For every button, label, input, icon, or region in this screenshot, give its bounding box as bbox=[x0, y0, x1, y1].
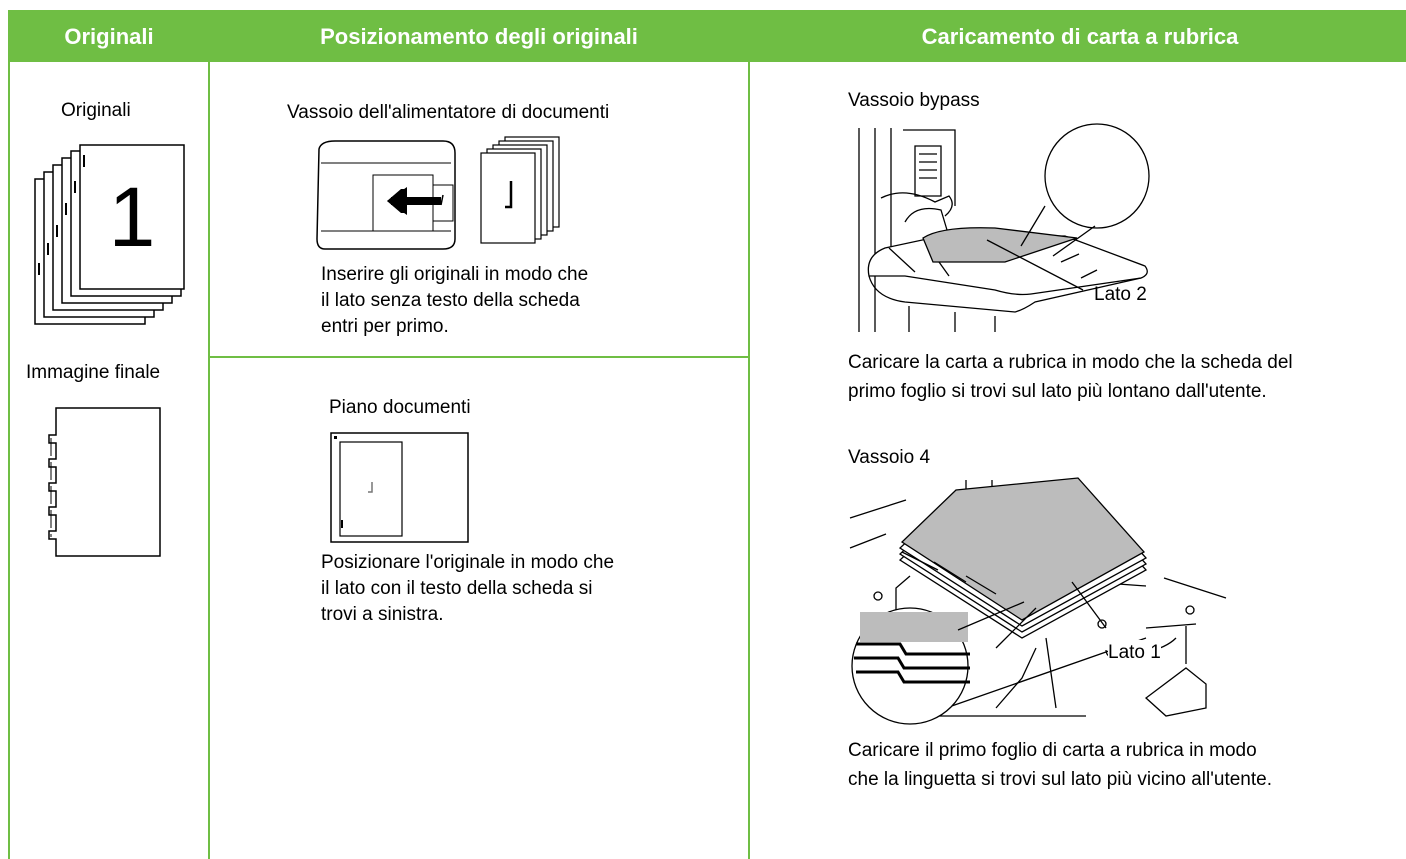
row-divider bbox=[210, 356, 748, 358]
final-image-illustration bbox=[48, 407, 161, 557]
bypass-title: Vassoio bypass bbox=[848, 90, 980, 111]
originals-stack-illustration bbox=[34, 144, 185, 325]
instruction-line: primo foglio si trovi sul lato più lonta… bbox=[848, 381, 1267, 402]
bypass-tray-illustration bbox=[858, 123, 1165, 332]
document-feeder-illustration bbox=[316, 136, 560, 250]
column-divider bbox=[748, 12, 750, 859]
stack-number: 1 bbox=[108, 170, 156, 264]
column-divider bbox=[208, 12, 210, 859]
instruction-line: entri per primo. bbox=[321, 316, 449, 337]
bypass-side-label: Lato 2 bbox=[1094, 284, 1147, 305]
instruction-line: trovi a sinistra. bbox=[321, 604, 444, 625]
originals-label: Originali bbox=[61, 100, 131, 121]
instruction-line: il lato senza testo della scheda bbox=[321, 290, 580, 311]
feeder-instructions: Inserire gli originali in modo che il la… bbox=[321, 262, 588, 340]
instruction-line: il lato con il testo della scheda si bbox=[321, 578, 593, 599]
tray4-illustration bbox=[849, 477, 1227, 725]
header-placement: Posizionamento degli originali bbox=[210, 12, 748, 62]
instruction-line: Caricare il primo foglio di carta a rubr… bbox=[848, 740, 1257, 761]
instruction-line: Caricare la carta a rubrica in modo che … bbox=[848, 352, 1293, 373]
glass-instructions: Posizionare l'originale in modo che il l… bbox=[321, 550, 614, 628]
tab-paper-table: Originali Posizionamento degli originali… bbox=[8, 10, 1406, 859]
final-image-label: Immagine finale bbox=[26, 362, 161, 383]
feeder-title: Vassoio dell'alimentatore di documenti bbox=[287, 102, 610, 123]
header-loading: Caricamento di carta a rubrica bbox=[750, 12, 1406, 62]
instruction-line: Posizionare l'originale in modo che bbox=[321, 552, 615, 573]
document-glass-illustration bbox=[330, 432, 469, 543]
header-originals: Originali bbox=[10, 12, 208, 62]
tray4-title: Vassoio 4 bbox=[848, 447, 931, 468]
tray4-instructions: Caricare il primo foglio di carta a rubr… bbox=[848, 736, 1406, 794]
bypass-instructions: Caricare la carta a rubrica in modo che … bbox=[848, 348, 1406, 406]
glass-title: Piano documenti bbox=[329, 397, 471, 418]
instruction-line: Inserire gli originali in modo che bbox=[321, 264, 589, 285]
tray4-side-label: Lato 1 bbox=[1108, 640, 1161, 666]
instruction-line: che la linguetta si trovi sul lato più v… bbox=[848, 769, 1272, 790]
